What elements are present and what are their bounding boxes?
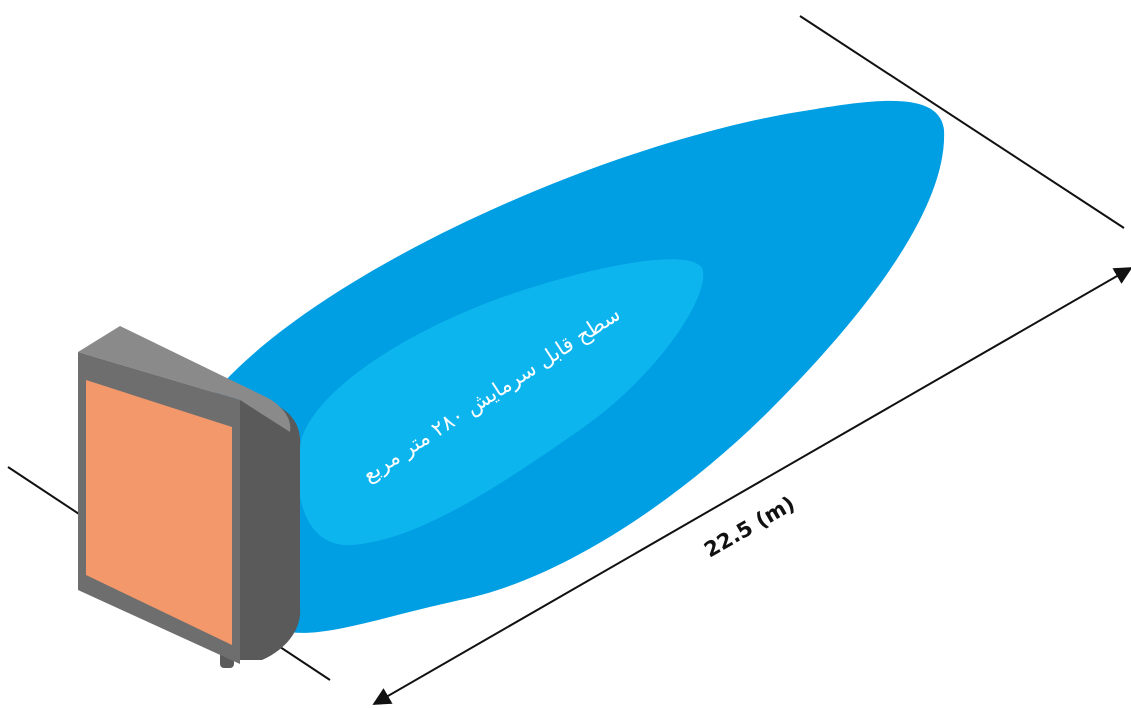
length-label: 22.5 (m)	[700, 491, 799, 562]
evaporative-cooler-icon	[78, 326, 301, 668]
cooler-top	[78, 326, 291, 432]
cooler-pad	[86, 380, 232, 645]
cooler-side	[240, 392, 301, 660]
length-dimension-arrow	[372, 267, 1131, 705]
top-width-line	[799, 15, 1125, 229]
